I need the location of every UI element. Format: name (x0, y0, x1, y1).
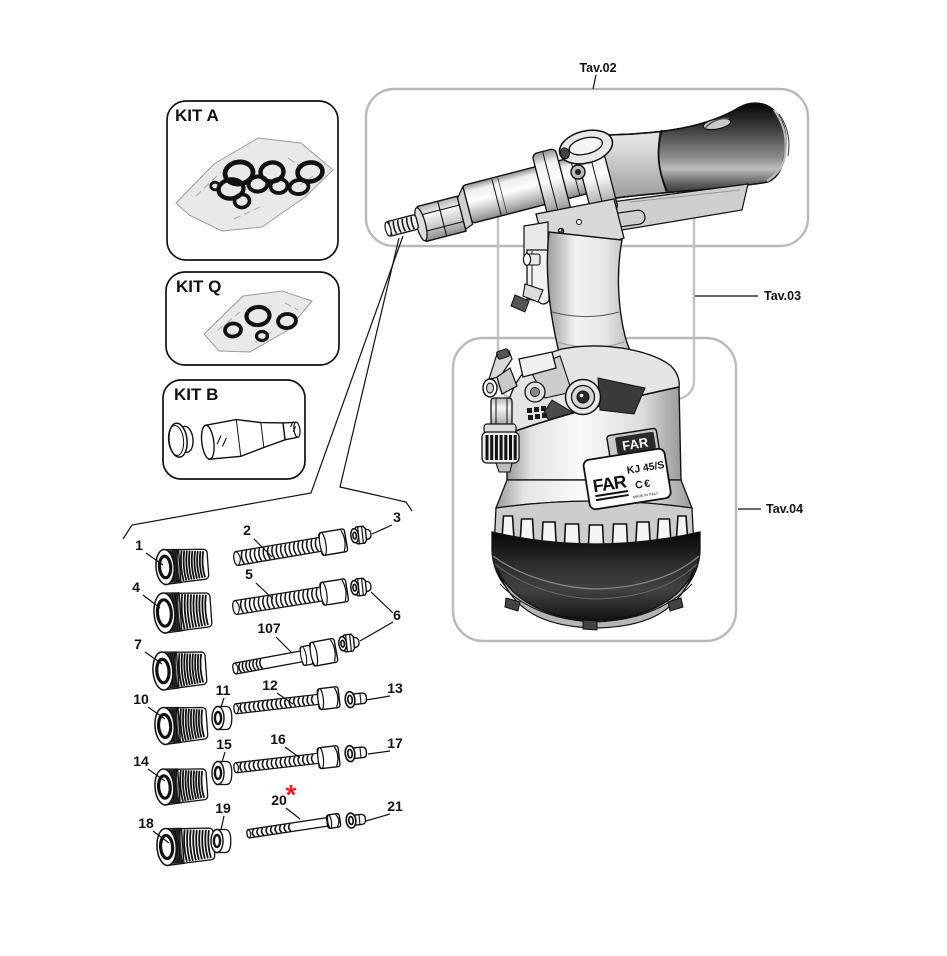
svg-text:C€: C€ (634, 477, 652, 491)
svg-text:4: 4 (132, 579, 140, 595)
svg-text:KIT Q: KIT Q (176, 277, 221, 296)
svg-text:*: * (286, 779, 297, 810)
svg-text:KIT B: KIT B (174, 385, 218, 404)
svg-text:17: 17 (387, 735, 403, 751)
svg-text:14: 14 (133, 753, 149, 769)
svg-text:KIT A: KIT A (175, 106, 219, 125)
svg-text:7: 7 (134, 636, 142, 652)
svg-text:Tav.03: Tav.03 (764, 289, 801, 303)
svg-text:KJ 45/S: KJ 45/S (626, 459, 665, 477)
svg-text:16: 16 (270, 731, 286, 747)
svg-text:13: 13 (387, 680, 403, 696)
svg-text:5: 5 (245, 566, 253, 582)
svg-text:12: 12 (262, 677, 278, 693)
svg-text:107: 107 (257, 620, 281, 636)
svg-text:21: 21 (387, 798, 403, 814)
svg-text:Tav.04: Tav.04 (766, 502, 803, 516)
svg-text:3: 3 (393, 509, 401, 525)
svg-text:1: 1 (135, 537, 143, 553)
svg-text:2: 2 (243, 522, 251, 538)
svg-text:Tav.02: Tav.02 (579, 61, 616, 75)
svg-text:18: 18 (138, 815, 154, 831)
svg-text:11: 11 (216, 682, 231, 698)
svg-text:20: 20 (271, 792, 287, 808)
svg-text:6: 6 (393, 607, 401, 623)
svg-text:FAR: FAR (621, 434, 650, 453)
svg-text:MADE IN ITALY: MADE IN ITALY (633, 491, 659, 499)
svg-text:15: 15 (216, 736, 232, 752)
svg-text:19: 19 (215, 800, 231, 816)
svg-text:10: 10 (133, 691, 149, 707)
